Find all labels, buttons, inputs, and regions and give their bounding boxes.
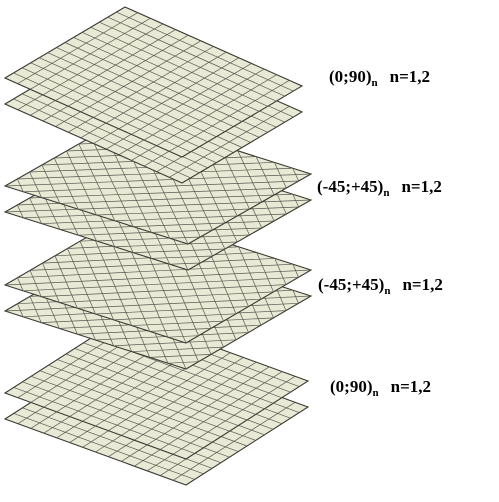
- group-1-layup: (0;90): [329, 67, 372, 86]
- group-1-count: n=1,2: [389, 67, 431, 86]
- group-1-ply-1: [3, 6, 304, 158]
- group-1-ply-1-fiber-grid: [13, 11, 294, 153]
- group-3-subscript: n: [384, 285, 391, 297]
- group-4-layup: (0;90): [330, 377, 373, 396]
- group-2-label: (-45;+45)n n=1,2: [317, 178, 442, 199]
- group-1-subscript: n: [371, 77, 378, 89]
- group-2-count: n=1,2: [401, 177, 442, 196]
- group-4-subscript: n: [372, 387, 379, 399]
- group-1-label: (0;90)n n=1,2: [329, 68, 430, 89]
- group-4-label: (0;90)n n=1,2: [330, 378, 431, 399]
- group-3-count: n=1,2: [402, 275, 443, 294]
- group-2-subscript: n: [383, 187, 390, 199]
- group-3-label: (-45;+45)n n=1,2: [318, 276, 443, 297]
- group-2-layup: (-45;+45): [317, 177, 384, 196]
- group-3-layup: (-45;+45): [318, 275, 385, 294]
- group-4-count: n=1,2: [390, 377, 432, 396]
